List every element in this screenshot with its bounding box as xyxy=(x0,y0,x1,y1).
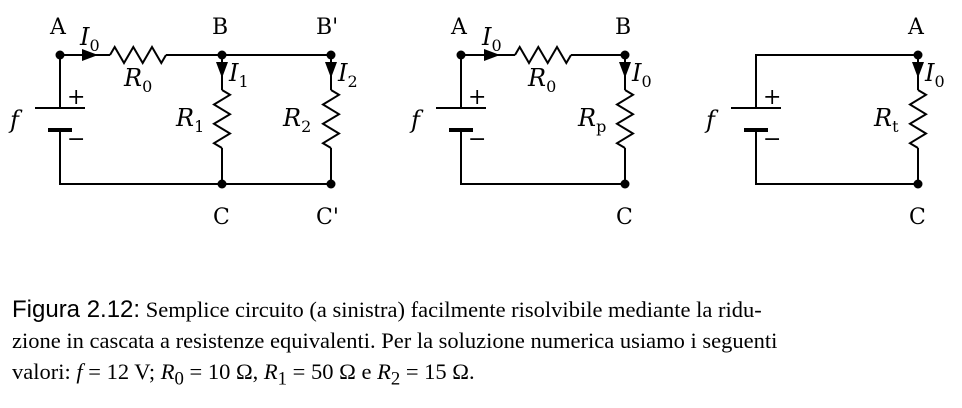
caption-r0-value: = 10 Ω, xyxy=(189,359,259,384)
node-label-c-prime: C' xyxy=(316,205,339,230)
node-label-b: B xyxy=(615,15,631,40)
resistor-label-r0: R0 xyxy=(123,64,152,96)
node-dot xyxy=(620,50,630,60)
circuit-3-wires xyxy=(755,54,919,185)
node-label-c: C xyxy=(909,205,926,230)
current-label-i1: I1 xyxy=(228,59,249,91)
caption-values-prefix: valori: xyxy=(12,359,71,384)
caption-f-value: = 12 V; xyxy=(88,359,156,384)
caption-r2-value: = 15 Ω. xyxy=(405,359,475,384)
resistor-label-rp: Rp xyxy=(577,104,606,136)
node-label-b: B xyxy=(212,15,228,40)
node-dot xyxy=(326,179,336,189)
node-dot xyxy=(913,179,923,189)
voltage-source-3 xyxy=(731,107,781,132)
node-dot xyxy=(620,179,630,189)
source-2-plus: + xyxy=(468,85,486,110)
resistor-label-r1: R1 xyxy=(175,104,204,136)
source-3-minus: − xyxy=(763,127,781,152)
current-arrow-i1 xyxy=(216,62,228,78)
caption-r2-sub: 2 xyxy=(390,368,401,390)
caption-r0-sub: 0 xyxy=(174,368,184,390)
node-dot xyxy=(913,50,923,60)
node-label-a: A xyxy=(450,15,468,40)
current-label-i0-branch: I0 xyxy=(631,59,652,91)
caption-r0-symbol: R xyxy=(160,359,175,384)
current-arrow-i0 xyxy=(82,49,98,61)
current-arrow-i0 xyxy=(484,49,500,61)
source-1-plus: + xyxy=(67,85,85,110)
node-dot xyxy=(217,50,227,60)
current-arrow-i0-branch xyxy=(619,62,631,78)
current-label-i0: I0 xyxy=(924,59,945,91)
resistor-label-r2: R2 xyxy=(282,104,311,136)
voltage-source-2 xyxy=(436,107,486,132)
caption-line-1: Figura 2.12: Semplice circuito (a sinist… xyxy=(12,294,950,325)
resistor-label-r0: R0 xyxy=(527,64,556,96)
source-2-minus: − xyxy=(468,127,486,152)
resistor-r0 xyxy=(514,45,572,65)
node-dot xyxy=(55,50,65,60)
resistor-label-rt: Rt xyxy=(873,104,899,136)
source-1-minus: − xyxy=(67,127,85,152)
resistor-rp xyxy=(615,89,635,149)
figure-label: Figura 2.12: xyxy=(12,296,141,323)
caption-r1-value: = 50 Ω e xyxy=(292,359,372,384)
node-dot xyxy=(456,50,466,60)
circuit-total-reduced: + − f A C I0 Rt xyxy=(704,15,945,230)
current-label-i2: I2 xyxy=(337,59,358,91)
caption-line-3: valori: f = 12 V; R0 = 10 Ω, R1 = 50 Ω e… xyxy=(12,356,950,395)
source-2-label: f xyxy=(409,106,424,134)
node-label-c: C xyxy=(213,205,230,230)
circuit-diagram: + − f A B B' C C' I0 I1 I2 R0 R xyxy=(8,15,945,230)
caption-r1-sub: 1 xyxy=(277,368,288,390)
resistor-r0 xyxy=(109,45,167,65)
voltage-source-1 xyxy=(35,107,85,132)
caption-f-symbol: f xyxy=(76,359,83,384)
caption-r2-symbol: R xyxy=(377,359,391,384)
source-3-plus: + xyxy=(763,85,781,110)
node-dot xyxy=(326,50,336,60)
current-label-i0: I0 xyxy=(79,23,100,55)
node-dot xyxy=(217,179,227,189)
caption-line-2: zione in cascata a resistenze equivalent… xyxy=(12,328,778,353)
circuit-2-nodes xyxy=(456,50,630,189)
source-1-label: f xyxy=(8,106,23,134)
resistor-r2 xyxy=(321,89,341,149)
caption-r1-symbol: R xyxy=(263,359,278,384)
current-arrow-i0 xyxy=(912,62,924,78)
current-arrow-i2 xyxy=(325,62,337,78)
circuit-parallel-reduced: + − f A B C I0 I0 R0 Rp xyxy=(409,15,652,230)
node-label-b-prime: B' xyxy=(316,15,338,40)
caption-text-1: Semplice circuito (a sinistra) facilment… xyxy=(145,297,762,322)
figure-caption: Figura 2.12: Semplice circuito (a sinist… xyxy=(12,294,950,395)
source-3-label: f xyxy=(704,106,719,134)
resistor-rt xyxy=(908,89,928,149)
resistor-r1 xyxy=(212,89,232,149)
node-label-c: C xyxy=(616,205,633,230)
node-label-a: A xyxy=(907,15,925,40)
circuit-original: + − f A B B' C C' I0 I1 I2 R0 R xyxy=(8,15,358,230)
circuit-3-nodes xyxy=(913,50,923,189)
node-label-a: A xyxy=(49,15,67,40)
circuit-1-nodes xyxy=(55,50,336,189)
current-label-i0: I0 xyxy=(481,23,502,55)
